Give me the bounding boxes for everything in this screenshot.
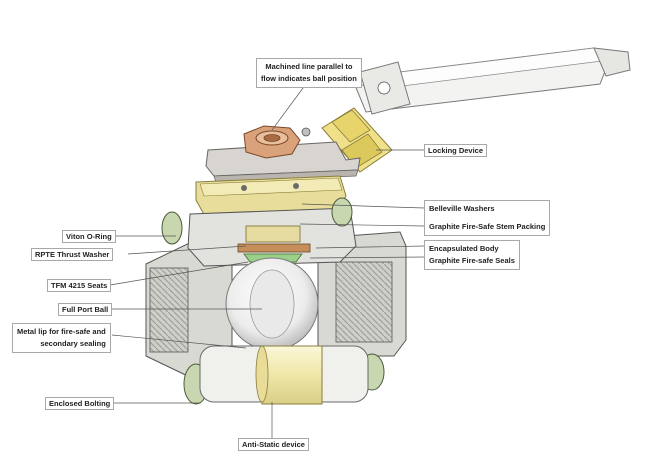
callout-graphite-stem-packing: Graphite Fire-Safe Stem Packing: [429, 222, 546, 231]
enclosed-bolting: [199, 345, 369, 405]
callout-machined-line-2: flow indicates ball position: [261, 74, 357, 83]
full-port-ball: [225, 257, 319, 351]
body-center: [187, 207, 357, 267]
callout-stem-group: Belleville Washers Graphite Fire-Safe St…: [424, 200, 551, 236]
stem-nut: [243, 125, 311, 159]
body-left-cap: [145, 235, 233, 381]
top-plate: [205, 141, 361, 183]
callout-metal-lip-1: Metal lip for fire-safe and: [17, 327, 106, 336]
body-right-cap: [317, 231, 407, 357]
callout-enclosed-bolting: Enclosed Bolting: [45, 397, 115, 410]
callout-graphite-seals: Graphite Fire-safe Seals: [429, 256, 515, 265]
callout-tfm-seats: TFM 4215 Seats: [47, 279, 112, 292]
callout-belleville-washers: Belleville Washers: [429, 204, 495, 213]
callout-rpte-thrust-washer: RPTE Thrust Washer: [31, 248, 114, 261]
callout-metal-lip-2: secondary sealing: [40, 339, 106, 348]
callout-locking-device: Locking Device: [424, 144, 488, 157]
handle: [350, 47, 631, 115]
callout-anti-static: Anti-Static device: [238, 438, 309, 451]
callout-machined-line-1: Machined line parallel to: [265, 62, 353, 71]
callout-viton-oring: Viton O-Ring: [62, 230, 116, 243]
leader-lines: [108, 83, 425, 438]
callout-full-port-ball: Full Port Ball: [58, 303, 113, 316]
callout-encapsulated-body: Encapsulated Body: [429, 244, 499, 253]
callout-machined-line: Machined line parallel to flow indicates…: [256, 58, 362, 88]
callout-body-group: Encapsulated Body Graphite Fire-safe Sea…: [424, 240, 520, 270]
callout-metal-lip: Metal lip for fire-safe and secondary se…: [12, 323, 111, 353]
gland-bonnet: [195, 175, 347, 219]
